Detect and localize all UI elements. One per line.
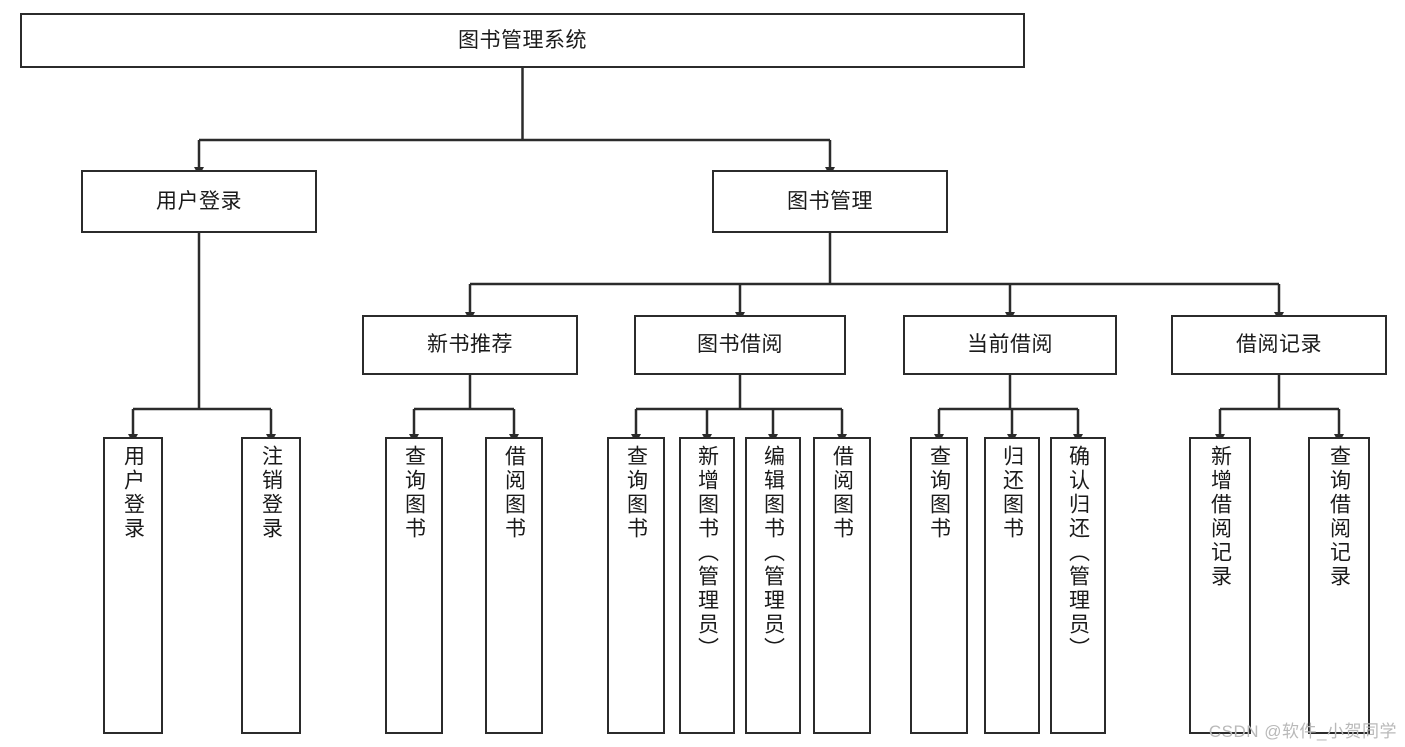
node-label-lf-cur-2: 归还图书 (1000, 445, 1024, 541)
node-lf-login-1[interactable]: 用户登录 (103, 437, 163, 734)
node-label-lf-bor-3: 编辑图书（管理员） (761, 445, 785, 661)
node-l3-borrow[interactable]: 图书借阅 (634, 315, 846, 375)
node-lf-bor-1[interactable]: 查询图书 (607, 437, 665, 734)
node-label-lf-new-1: 查询图书 (402, 445, 426, 541)
node-label-lf-rec-2: 查询借阅记录 (1327, 445, 1351, 589)
node-label-lf-new-2: 借阅图书 (502, 445, 526, 541)
node-label-lf-rec-1: 新增借阅记录 (1208, 445, 1232, 589)
node-label-l2-login: 用户登录 (156, 189, 242, 213)
node-lf-cur-1[interactable]: 查询图书 (910, 437, 968, 734)
node-lf-bor-3[interactable]: 编辑图书（管理员） (745, 437, 801, 734)
node-label-lf-cur-3: 确认归还（管理员） (1066, 445, 1090, 661)
node-l2-login[interactable]: 用户登录 (81, 170, 317, 233)
node-lf-cur-3[interactable]: 确认归还（管理员） (1050, 437, 1106, 734)
node-label-lf-cur-1: 查询图书 (927, 445, 951, 541)
node-l3-record[interactable]: 借阅记录 (1171, 315, 1387, 375)
node-label-lf-login-2: 注销登录 (259, 445, 283, 541)
node-label-l3-current: 当前借阅 (967, 333, 1053, 357)
node-lf-new-1[interactable]: 查询图书 (385, 437, 443, 734)
node-lf-new-2[interactable]: 借阅图书 (485, 437, 543, 734)
node-label-lf-bor-2: 新增图书（管理员） (695, 445, 719, 661)
connector-lines (128, 68, 1344, 443)
node-l3-newbook[interactable]: 新书推荐 (362, 315, 578, 375)
node-label-l3-record: 借阅记录 (1236, 333, 1322, 357)
watermark: CSDN @软件_小贺同学 (1208, 722, 1397, 741)
node-lf-bor-4[interactable]: 借阅图书 (813, 437, 871, 734)
node-lf-bor-2[interactable]: 新增图书（管理员） (679, 437, 735, 734)
node-label-root: 图书管理系统 (458, 28, 587, 52)
node-lf-rec-1[interactable]: 新增借阅记录 (1189, 437, 1251, 734)
node-label-l3-newbook: 新书推荐 (427, 333, 513, 357)
node-lf-cur-2[interactable]: 归还图书 (984, 437, 1040, 734)
node-label-lf-login-1: 用户登录 (121, 445, 145, 541)
node-lf-login-2[interactable]: 注销登录 (241, 437, 301, 734)
node-lf-rec-2[interactable]: 查询借阅记录 (1308, 437, 1370, 734)
node-label-lf-bor-4: 借阅图书 (830, 445, 854, 541)
node-label-l3-borrow: 图书借阅 (697, 333, 783, 357)
node-l2-books[interactable]: 图书管理 (712, 170, 948, 233)
node-root[interactable]: 图书管理系统 (20, 13, 1025, 68)
node-label-l2-books: 图书管理 (787, 189, 873, 213)
node-label-lf-bor-1: 查询图书 (624, 445, 648, 541)
node-l3-current[interactable]: 当前借阅 (903, 315, 1117, 375)
